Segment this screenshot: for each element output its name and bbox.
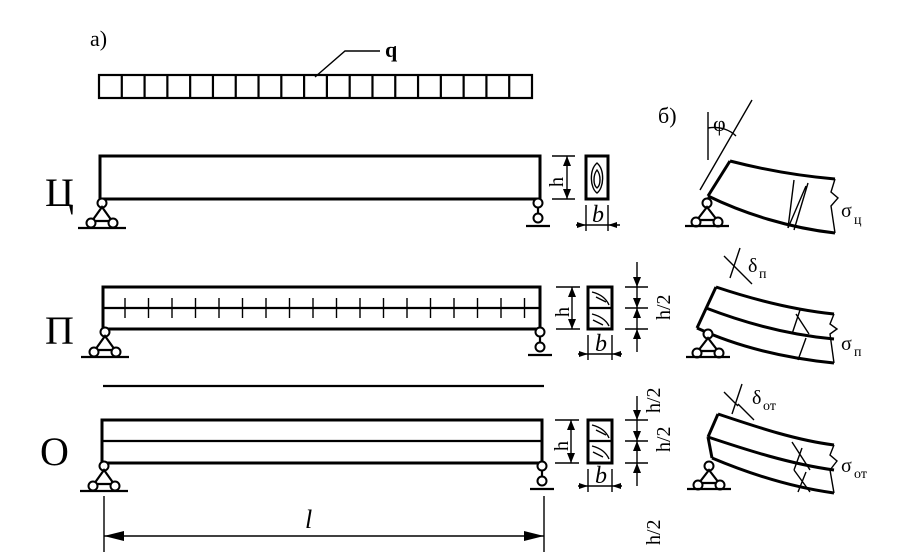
- support-left-solid: [78, 197, 126, 230]
- support-right-unconnected: [530, 460, 554, 491]
- beam-unconnected-letter: О: [40, 429, 69, 474]
- width-label-unconnected: b: [595, 463, 607, 489]
- panel-a-label: а): [90, 26, 107, 51]
- delta-symbol-unconnected: δ: [752, 387, 761, 409]
- beam-solid-body: [98, 154, 542, 201]
- beam-solid: Ц h b: [45, 154, 620, 231]
- deform-solid: φ σ ц: [685, 99, 862, 235]
- load-label: q: [385, 37, 398, 62]
- angle-label: φ: [713, 111, 726, 136]
- span-dimension: l: [103, 496, 545, 552]
- stress-sub-nailed: п: [854, 345, 862, 360]
- load-divisions: [120, 75, 511, 98]
- stress-sub-solid: ц: [854, 213, 862, 228]
- width-label-solid: b: [592, 202, 604, 228]
- half-height-label-nailed-2: h/2: [643, 387, 665, 413]
- delta-sub-nailed: п: [759, 267, 767, 282]
- beam-unconnected: О h b h/2: [40, 396, 675, 545]
- support-left-nailed: [81, 326, 129, 359]
- load-leader: [314, 50, 380, 78]
- width-label-nailed: b: [595, 331, 607, 357]
- height-label-solid: h: [546, 177, 568, 187]
- load-strip: [97, 73, 534, 100]
- beam-solid-letter: Ц: [45, 170, 74, 215]
- section-nailed: h b h/2 h/2: [552, 262, 675, 413]
- span-label: l: [305, 505, 312, 534]
- deform-nailed: δ п σ п: [686, 247, 862, 365]
- delta-symbol-nailed: δ: [748, 255, 757, 277]
- beam-nailed-letter: П: [45, 308, 74, 353]
- stress-symbol-nailed: σ: [841, 333, 852, 355]
- beam-nailed: П h b: [45, 262, 675, 413]
- half-height-label-nailed: h/2: [653, 294, 675, 320]
- support-right-solid: [526, 197, 550, 228]
- support-right-nailed: [528, 326, 552, 357]
- distributed-load: q: [97, 37, 534, 100]
- stress-symbol-unconnected: σ: [841, 455, 852, 477]
- deform-unconnected: δ от σ от: [687, 383, 867, 495]
- section-unconnected: h b h/2 h/2: [551, 396, 675, 545]
- stress-symbol-solid: σ: [841, 200, 852, 222]
- panel-b-label: б): [658, 103, 677, 128]
- stress-sub-unconnected: от: [854, 467, 867, 482]
- support-left-unconnected: [80, 460, 128, 493]
- delta-sub-unconnected: от: [763, 399, 776, 414]
- half-height-label-unconnected: h/2: [653, 426, 675, 452]
- nail-marks: [124, 298, 526, 318]
- section-solid: h b: [546, 154, 620, 231]
- height-label-unconnected: h: [551, 441, 573, 451]
- height-label-nailed: h: [552, 307, 574, 317]
- half-height-label-unconnected-2: h/2: [643, 519, 665, 545]
